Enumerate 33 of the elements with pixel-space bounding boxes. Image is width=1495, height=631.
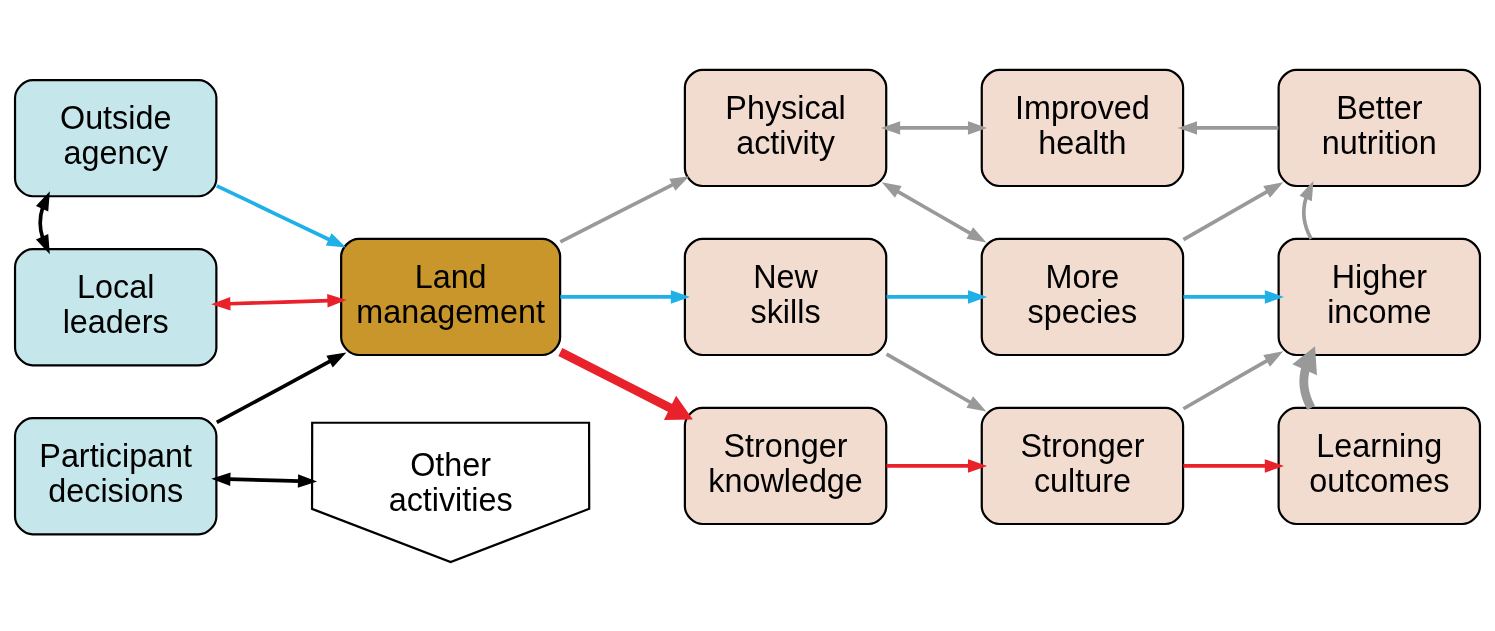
arrow (885, 352, 987, 412)
arrow (1183, 289, 1284, 304)
node-box: Better nutrition (1277, 68, 1482, 187)
arrow (881, 120, 988, 135)
arrow (1182, 181, 1284, 241)
arrow (886, 458, 988, 473)
arrow (1183, 458, 1284, 473)
node-box: Participant decisions (13, 416, 218, 535)
node-box: Stronger culture (980, 406, 1185, 525)
arrow (1299, 180, 1314, 240)
arrow (1177, 120, 1279, 135)
node-box: Stronger knowledge (683, 406, 888, 525)
arrow (35, 190, 50, 254)
arrow (1292, 345, 1317, 410)
arrow (559, 175, 690, 243)
arrow (558, 347, 693, 420)
arrow (211, 293, 347, 310)
arrow (560, 289, 690, 304)
arrow (216, 183, 346, 248)
node-box: Physical activity (683, 68, 888, 187)
node-box: Outside agency (13, 78, 218, 197)
arrow (215, 351, 347, 424)
node-box: Land management (340, 237, 562, 356)
node-box: New skills (683, 237, 888, 356)
node-box: More species (980, 237, 1185, 356)
node-box: Local leaders (13, 247, 218, 366)
node-box: Higher income (1277, 237, 1482, 356)
node-box: Learning outcomes (1277, 406, 1482, 525)
arrow (886, 289, 988, 304)
arrow (881, 181, 987, 243)
arrow (211, 472, 318, 488)
arrow (1182, 350, 1284, 410)
node-box: Improved health (980, 68, 1185, 187)
